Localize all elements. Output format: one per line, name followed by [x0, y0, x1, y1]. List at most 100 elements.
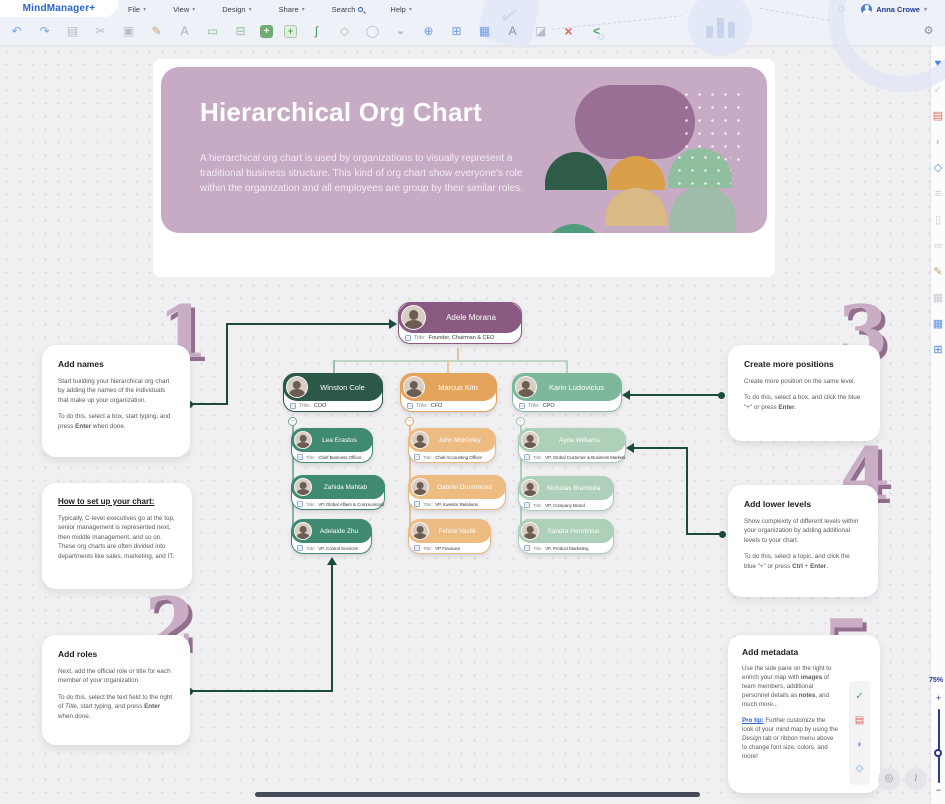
title-row[interactable]: Title:VP, Product Marketing — [519, 542, 613, 553]
menu-search[interactable]: Search — [332, 5, 364, 14]
org-node-adelaide-zhu[interactable]: Adelaide Zhu Title:VP, Control Services — [291, 519, 372, 554]
new-topic-icon[interactable]: + — [260, 25, 273, 38]
location-pin-button[interactable]: ◎ — [878, 768, 900, 790]
properties-icon[interactable]: ≡ — [934, 188, 942, 200]
callout-add-lower-levels[interactable]: Add lower levels Show complexity of diff… — [728, 485, 878, 597]
callout-add-names[interactable]: Add names Start building your hierarchic… — [42, 345, 190, 457]
org-node-marcus-kim[interactable]: Marcus Kim Title:CFO — [400, 373, 497, 412]
fill-icon[interactable]: ◒ — [396, 24, 405, 38]
notes-icon[interactable]: ▤ — [854, 715, 865, 726]
menu-view[interactable]: View▾ — [173, 5, 195, 14]
image-placeholder-icon[interactable]: ▦ — [932, 292, 944, 304]
format-painter-icon[interactable]: ✎ — [933, 266, 943, 278]
sidebar-icons: ▼ ✓ ▤ ◗ ◇ ≡ ▯ ∞ ✎ ▦ ▦ ⊞ — [931, 45, 945, 357]
comment-icon[interactable]: ◗ — [856, 739, 863, 750]
eraser-icon[interactable]: ◪ — [534, 24, 547, 38]
title-row[interactable]: Title:Chief Business Officer — [292, 451, 372, 462]
org-node-sandra-herminius[interactable]: Sandra Herminius Title:VP, Product Marke… — [518, 519, 614, 554]
share-icon[interactable]: < — [592, 24, 600, 38]
undo-icon[interactable]: ↶ — [11, 24, 22, 38]
callout-add-roles[interactable]: Add roles Next, add the official role or… — [42, 635, 190, 745]
org-node-lea-erastos[interactable]: Lea Erastos Title:Chief Business Officer — [291, 428, 373, 463]
menu-design[interactable]: Design▾ — [222, 5, 251, 14]
callout-how-to-set-up[interactable]: How to set up your chart: Typically, C-l… — [42, 483, 192, 589]
menu-help[interactable]: Help▾ — [390, 5, 411, 14]
org-node-nicholas-brambilla[interactable]: Nicholas Brambilla Title:VP, Company Bra… — [518, 476, 614, 511]
title-row[interactable]: Title:Founder, Chairman & CEO — [399, 332, 521, 343]
collapse-toggle[interactable] — [405, 417, 414, 426]
copy-icon[interactable]: ▣ — [122, 24, 135, 38]
title-row[interactable]: Title:CPO — [513, 400, 621, 411]
avatar — [294, 522, 312, 540]
comment-icon[interactable]: ◗ — [934, 136, 942, 148]
user-menu[interactable]: Anna Crowe ▾ — [861, 0, 927, 18]
toolbar: ↶ ↷ ▤ ✂ ▣ ✎ A ▭ ⊟ + + ∫ ◇ ◯ ◒ ⊕ ⊞ ▦ A ◪ × < ⚙ — [0, 18, 945, 45]
zoom-slider-handle[interactable] — [934, 749, 942, 757]
task-complete-icon[interactable]: ✓ — [933, 84, 943, 96]
callout-topic-icon[interactable]: + — [284, 25, 297, 38]
title-row[interactable]: Title:COO — [284, 400, 382, 411]
zoom-slider-track[interactable] — [938, 709, 940, 783]
topic-icon[interactable]: ▭ — [206, 24, 219, 38]
map-overview-icon[interactable]: ⊞ — [933, 344, 943, 356]
org-node-john-mckinley[interactable]: John McKinley Title:Chief Accounting Off… — [408, 428, 496, 463]
delete-icon[interactable]: × — [564, 23, 573, 39]
title-row[interactable]: Title:VP, Control Services — [292, 542, 371, 553]
insert-shape-icon[interactable]: ⊕ — [423, 24, 434, 38]
link-icon[interactable]: ∞ — [934, 240, 942, 252]
title-row[interactable]: Title:VP, Global Customer & Business Mar… — [519, 451, 625, 462]
format-painter-icon[interactable]: ✎ — [151, 24, 162, 38]
title-row[interactable]: Title:VP, Company Brand — [519, 499, 613, 510]
settings-gear-icon[interactable]: ⚙ — [923, 25, 934, 37]
task-complete-icon[interactable]: ✓ — [855, 691, 864, 702]
person-title: VP, Company Brand — [545, 502, 585, 508]
org-node-ayda-williams[interactable]: Ayda Williams Title:VP, Global Customer … — [518, 428, 626, 463]
notes-icon[interactable]: ▤ — [932, 110, 944, 122]
avatar — [515, 376, 537, 398]
text-style-icon[interactable]: A — [508, 24, 517, 38]
menu-share[interactable]: Share▾ — [279, 5, 305, 14]
horizontal-scrollbar[interactable] — [255, 792, 700, 797]
redo-icon[interactable]: ↷ — [39, 24, 50, 38]
org-node-pill: Winston Cole — [283, 373, 383, 401]
tag-icon[interactable]: ◇ — [855, 763, 864, 774]
title-row[interactable]: Title:VP Finanace — [409, 542, 490, 553]
menu-file[interactable]: File▾ — [128, 5, 146, 14]
person-name: Zahida Mahtab — [323, 483, 368, 491]
title-row[interactable]: Title:VP, Global Affairs & Communication — [292, 498, 384, 509]
callout-add-metadata[interactable]: Add metadata Use the side pane on the ri… — [728, 635, 880, 793]
map-canvas[interactable]: Hierarchical Org Chart A hierarchical or… — [0, 45, 930, 804]
subtopic-icon[interactable]: ⊟ — [235, 24, 246, 38]
title-row[interactable]: Title:VP, Investor Relations — [409, 498, 505, 509]
collapse-toggle[interactable] — [516, 417, 525, 426]
shape-icon[interactable]: ◯ — [365, 24, 380, 38]
tag-icon[interactable]: ◇ — [339, 24, 350, 38]
title-row[interactable]: Title:CFO — [401, 400, 496, 411]
font-icon[interactable]: A — [180, 24, 189, 38]
person-title: VP, Investor Relations — [435, 501, 478, 507]
insert-image-icon[interactable]: ▦ — [932, 318, 944, 330]
note-icon — [519, 403, 525, 409]
callout-text: To do this, select a topic, and click th… — [744, 553, 850, 570]
callout-create-more-positions[interactable]: Create more positions Create more positi… — [728, 345, 880, 441]
paste-icon[interactable]: ▤ — [66, 24, 79, 38]
org-node-gabriel-drummond[interactable]: Gabriel Drummond Title:VP, Investor Rela… — [408, 475, 506, 510]
boundary-icon[interactable]: ⊞ — [451, 24, 462, 38]
relationship-icon[interactable]: ∫ — [314, 24, 319, 38]
filter-icon[interactable]: ▼ — [932, 58, 944, 70]
zoom-in-button[interactable]: + — [935, 693, 942, 703]
zoom-out-button[interactable]: − — [935, 785, 942, 795]
cut-icon[interactable]: ✂ — [95, 24, 106, 38]
org-node-karin-ludovicius[interactable]: Karin Ludovicius Title:CPO — [512, 373, 622, 412]
callout-text: Start building your hierarchical org cha… — [58, 378, 170, 404]
collapse-toggle[interactable] — [288, 417, 297, 426]
title-row[interactable]: Title:Chief Accounting Officer — [409, 451, 495, 462]
org-node-felicie-vasilii[interactable]: Felicie Vasilii Title:VP Finanace — [408, 519, 491, 554]
info-button[interactable]: i — [905, 768, 927, 790]
attachment-icon[interactable]: ▯ — [934, 214, 942, 226]
image-icon[interactable]: ▦ — [478, 24, 491, 38]
org-node-winston-cole[interactable]: Winston Cole Title:COO — [283, 373, 383, 412]
org-node-zahida-mahtab[interactable]: Zahida Mahtab Title:VP, Global Affairs &… — [291, 475, 385, 510]
tag-icon[interactable]: ◇ — [933, 162, 943, 174]
org-node-root[interactable]: Adele Morana Title:Founder, Chairman & C… — [398, 302, 522, 344]
